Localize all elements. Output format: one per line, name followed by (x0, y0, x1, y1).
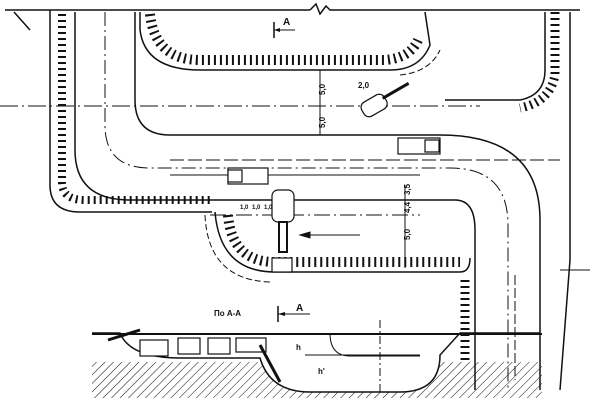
dim-spacing-2: 1,0 (252, 205, 261, 211)
truck-middle (227, 167, 269, 185)
equipment (227, 81, 441, 273)
height-label-h: h (296, 343, 301, 352)
dim-spacing-1: 1,0 (240, 205, 249, 211)
section-mark-top: А (273, 17, 295, 38)
height-label-h-prime: h' (318, 367, 325, 376)
dimension-labels: 5,0 5,0 2,0 3,5 4,4 5,0 1,0 1,0 1,0 (240, 81, 412, 240)
top-ground-line (5, 2, 580, 16)
section-marker-label: А (296, 303, 303, 314)
section-equipment (107, 328, 282, 383)
dim-gap-a: 3,5 (403, 183, 412, 195)
dim-lower: 5,0 (403, 228, 412, 240)
truck-lower (271, 257, 293, 273)
outer-pit-edge (13, 10, 212, 213)
haul-road (74, 12, 541, 390)
excavator-lower (271, 189, 295, 253)
dim-excavator-offset: 2,0 (358, 81, 370, 90)
upper-bench-edge (139, 11, 441, 76)
dimension-lines (0, 70, 590, 380)
dim-spacing-3: 1,0 (264, 205, 273, 211)
cross-section: По А-А А h h' (92, 303, 542, 398)
truck-right (397, 137, 441, 155)
dim-gap-b: 4,4 (403, 201, 412, 213)
right-pit-edge (445, 12, 571, 391)
section-title: По А-А (214, 309, 241, 318)
excavator-upper (360, 81, 410, 118)
dim-upper-2: 5,0 (318, 116, 327, 128)
section-marker-top-label: А (283, 17, 290, 28)
dim-upper-1: 5,0 (318, 83, 327, 95)
